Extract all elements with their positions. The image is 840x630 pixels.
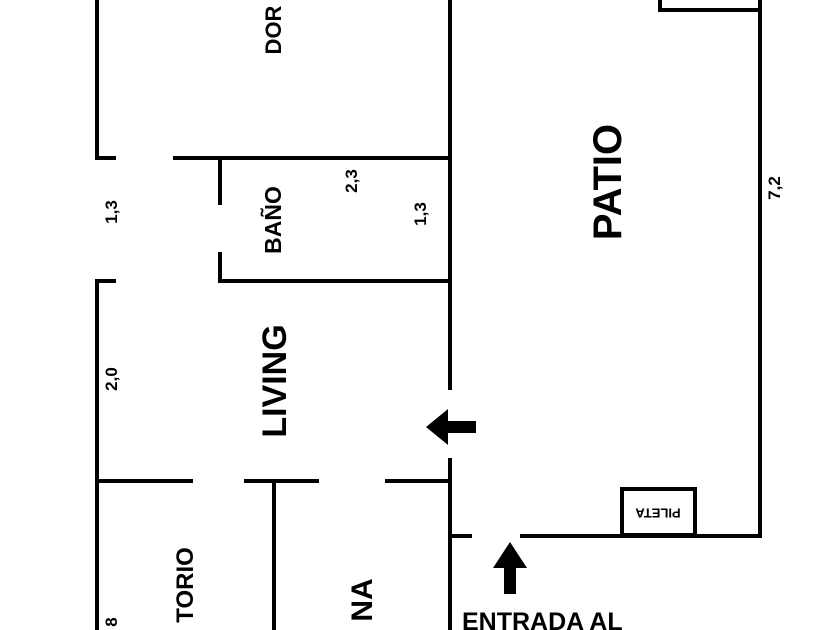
room-label-dormitorio: DOR — [261, 5, 286, 54]
room-label-cocina: NA — [346, 578, 379, 621]
room-label-patio: PATIO — [586, 124, 630, 240]
room-label-living: LIVING — [256, 324, 294, 437]
dimension-patio: 7,2 — [765, 176, 784, 200]
dimension-escritorio: 8 — [102, 617, 121, 626]
patio-fixture — [658, 0, 762, 12]
dimension-bano-top: 2,3 — [342, 169, 361, 193]
dimension-living: 2,0 — [102, 367, 121, 391]
room-label-bano: BAÑO — [259, 186, 286, 254]
pileta-label: PILETA — [635, 506, 681, 521]
dimension-bano-left: 1,3 — [102, 200, 121, 224]
entrance-label: ENTRADA AL — [462, 608, 623, 630]
dimension-bano-right: 1,3 — [411, 202, 430, 226]
arrow-left-icon — [426, 409, 476, 445]
room-label-escritorio: TORIO — [172, 547, 199, 623]
walls — [95, 0, 762, 630]
pileta-box — [620, 487, 697, 537]
arrow-up-icon — [493, 542, 527, 594]
